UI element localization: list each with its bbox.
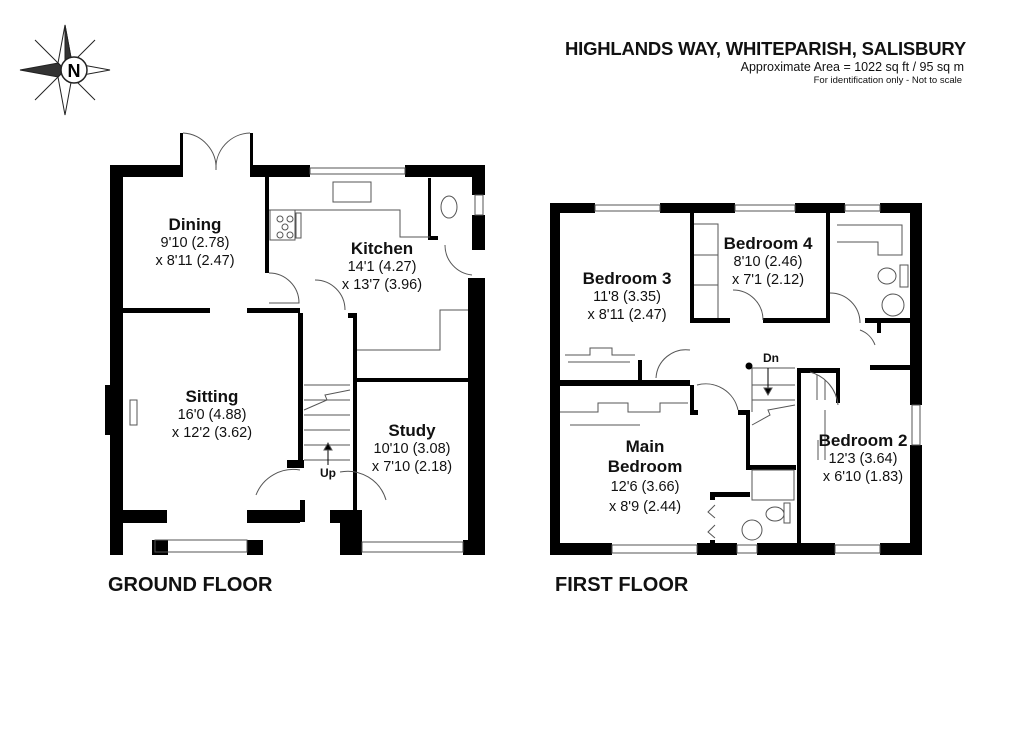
room-dimension: 9'10 (2.78) xyxy=(160,235,230,251)
compass-n-label: N xyxy=(68,61,81,81)
scale-note: For identification only - Not to scale xyxy=(813,75,962,86)
ground-floor-fixtures xyxy=(129,132,484,553)
room-dimension: x 8'11 (2.47) xyxy=(155,253,235,269)
room-study: Study 10'10 (3.08) x 7'10 (2.18) xyxy=(372,422,452,476)
room-name: Bedroom 4 xyxy=(723,234,813,253)
approximate-area: Approximate Area = 1022 sq ft / 95 sq m xyxy=(740,60,964,74)
first-floor-walls xyxy=(550,203,922,555)
room-dimension: 12'6 (3.66) xyxy=(610,479,680,495)
room-name: Study xyxy=(388,421,436,440)
room-name: Dining xyxy=(168,215,222,234)
room-name: Sitting xyxy=(185,387,239,406)
room-dimension: x 8'9 (2.44) xyxy=(608,499,682,515)
room-dimension: x 7'1 (2.12) xyxy=(731,272,805,288)
first-floor-fixtures xyxy=(560,204,921,554)
room-bedroom-2: Bedroom 2 12'3 (3.64) x 6'10 (1.83) xyxy=(819,432,908,486)
stairs-down-label: Dn xyxy=(763,351,779,365)
compass-icon xyxy=(19,24,111,116)
room-dimension: x 13'7 (3.96) xyxy=(341,277,423,293)
room-kitchen: Kitchen 14'1 (4.27) x 13'7 (3.96) xyxy=(342,240,422,294)
room-dimension: x 8'11 (2.47) xyxy=(587,307,667,323)
room-sitting: Sitting 16'0 (4.88) x 12'2 (3.62) xyxy=(172,388,252,442)
stair-post xyxy=(745,362,753,370)
room-dining: Dining 9'10 (2.78) x 8'11 (2.47) xyxy=(155,216,234,270)
room-name: Bedroom 3 xyxy=(582,269,672,288)
room-dimension: 8'10 (2.46) xyxy=(733,254,803,270)
ground-floor-walls xyxy=(105,133,485,555)
room-main-bedroom: Main Bedroom 12'6 (3.66) x 8'9 (2.44) xyxy=(608,437,683,517)
room-bedroom-3: Bedroom 3 11'8 (3.35) x 8'11 (2.47) xyxy=(583,270,672,324)
room-dimension: 10'10 (3.08) xyxy=(373,441,451,457)
room-dimension: x 12'2 (3.62) xyxy=(171,425,253,441)
room-dimension: x 7'10 (2.18) xyxy=(371,459,453,475)
room-name: Main xyxy=(625,437,665,456)
room-dimension: 11'8 (3.35) xyxy=(593,289,661,305)
room-name: Bedroom 2 xyxy=(818,431,908,450)
property-title: HIGHLANDS WAY, WHITEPARISH, SALISBURY xyxy=(564,38,966,59)
ground-floor-label: GROUND FLOOR xyxy=(108,574,273,596)
room-dimension: 12'3 (3.64) xyxy=(828,451,898,467)
first-floor-label: FIRST FLOOR xyxy=(555,574,689,596)
room-bedroom-4: Bedroom 4 8'10 (2.46) x 7'1 (2.12) xyxy=(724,235,813,289)
room-name: Bedroom xyxy=(607,457,683,476)
room-dimension: 14'1 (4.27) xyxy=(347,259,417,275)
room-dimension: x 6'10 (1.83) xyxy=(822,469,904,485)
room-dimension: 16'0 (4.88) xyxy=(177,407,247,423)
room-name: Kitchen xyxy=(350,239,414,258)
stairs-up-label: Up xyxy=(320,466,336,480)
